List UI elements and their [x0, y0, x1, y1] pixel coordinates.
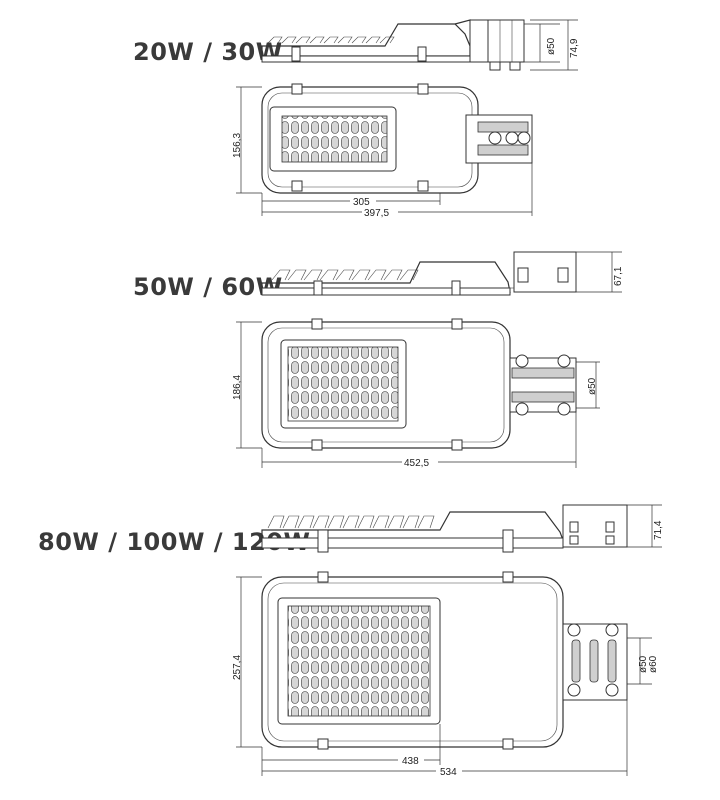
- dim-total-50-60w: 452,5: [404, 458, 429, 469]
- dim-total-20-30w: 397,5: [364, 208, 389, 219]
- top-view-50-60w: 186,4 ø50 452,5: [232, 318, 600, 469]
- dim-module-80-120w: 438: [402, 756, 419, 767]
- side-view-80-120w: 71,4: [261, 504, 664, 553]
- dim-width-50-60w: 186,4: [232, 375, 243, 400]
- dim-total-80-120w: 534: [440, 767, 457, 778]
- side-view-20-30w: ø50 74,9: [261, 19, 580, 71]
- top-view-80-120w: 257,4 ø50 ø60 438 534: [232, 571, 659, 778]
- dim-height-50-60w: 67,1: [613, 266, 624, 286]
- dim-pipe-20-30w: ø50: [546, 37, 557, 55]
- dim-pipe-80-120w: ø50: [638, 655, 649, 673]
- dim-width-80-120w: 257,4: [232, 655, 243, 680]
- dim-pipe-50-60w: ø50: [587, 377, 598, 395]
- side-view-50-60w: 67,1: [261, 251, 624, 296]
- dim-height-80-120w: 71,4: [653, 520, 664, 540]
- dim-height-20-30w: 74,9: [569, 38, 580, 58]
- dim-width-20-30w: 156,3: [232, 133, 243, 158]
- model-label-20-30w: 20W / 30W: [133, 38, 283, 66]
- model-label-50-60w: 50W / 60W: [133, 273, 283, 301]
- dim-pipe2-80-120w: ø60: [648, 655, 659, 673]
- dim-module-20-30w: 305: [353, 197, 370, 208]
- top-view-20-30w: 156,3 305 397,5: [232, 83, 533, 219]
